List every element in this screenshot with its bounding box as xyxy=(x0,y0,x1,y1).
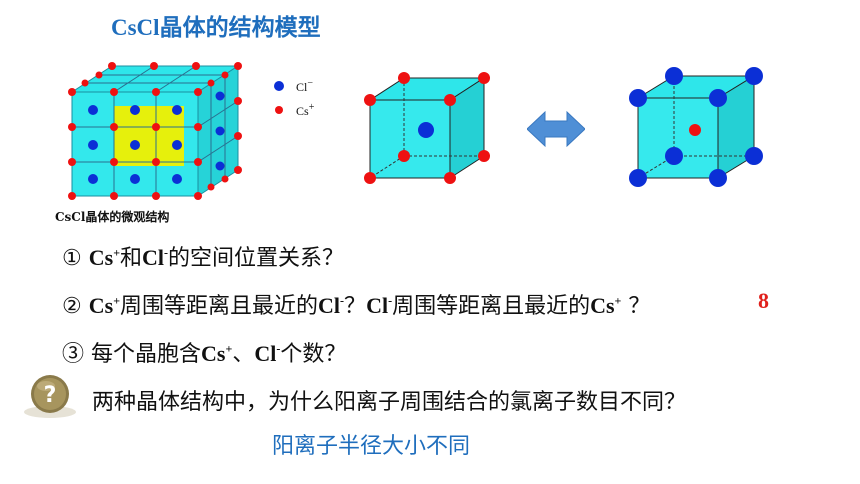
corner-cl-ions xyxy=(629,67,763,187)
page-title: CsCl晶体的结构模型 xyxy=(111,15,321,41)
lattice-cs-ions xyxy=(68,62,242,200)
lattice-cl-ions xyxy=(88,91,225,184)
legend-markers xyxy=(274,81,284,114)
answer-4: 阳离子半径大小不同 xyxy=(272,434,471,459)
center-cl-ion xyxy=(418,122,434,138)
legend-cs-marker xyxy=(275,106,283,114)
diagram-caption: CsCl晶体的微观结构 xyxy=(55,210,170,224)
legend-cs-label: Cs+ xyxy=(296,102,315,118)
question-4: 两种晶体结构中，为什么阳离子周围结合的氯离子数目不同？ xyxy=(92,390,687,415)
double-arrow-icon xyxy=(527,110,585,148)
lattice-grid xyxy=(72,65,239,196)
unit-cell-cs-corners xyxy=(364,72,490,184)
question-2: ② Cs+周围等距离且最近的Cl-？Cl-周围等距离且最近的Cs+ ？ xyxy=(62,293,651,319)
unit-cell-cl-corners xyxy=(629,67,763,187)
answer-q2: 8 xyxy=(758,288,769,313)
question-1: ① Cs+和Cl-的空间位置关系？ xyxy=(62,245,345,271)
question-3: ③ 每个晶胞含Cs+、Cl-个数？ xyxy=(62,341,347,367)
svg-text:?: ? xyxy=(44,383,57,408)
center-cs-ion xyxy=(689,124,701,136)
corner-cs-ions xyxy=(364,72,490,184)
legend-cl-marker xyxy=(274,81,284,91)
legend-cl-label: Cl− xyxy=(296,78,313,94)
question-mark-icon: ? xyxy=(24,375,76,418)
lattice-diagram xyxy=(68,62,242,200)
